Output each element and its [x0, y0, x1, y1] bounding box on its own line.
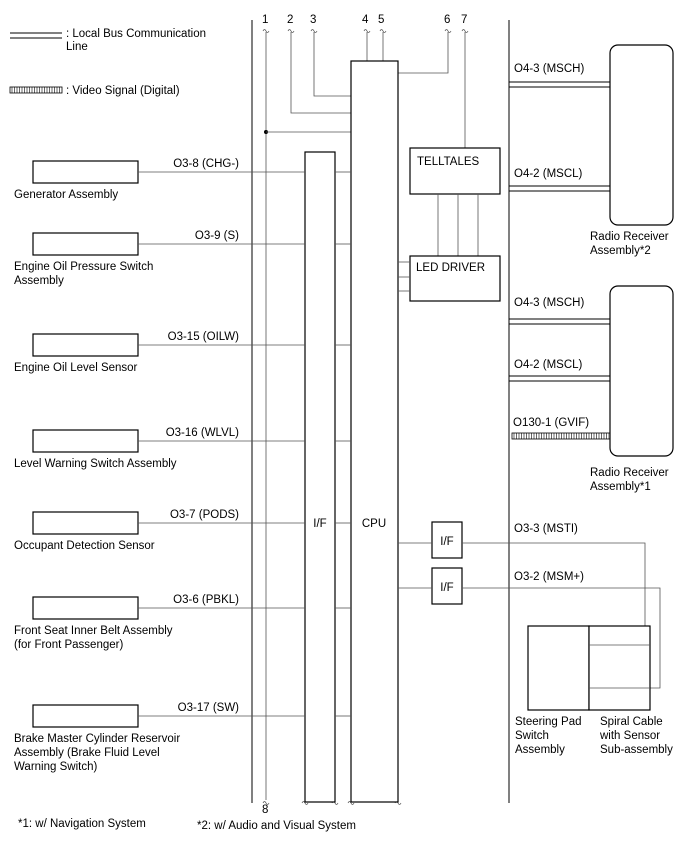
input-component-name: Level Warning Switch Assembly [14, 458, 177, 470]
mscl-1-label: O4-2 (MSCL) [514, 168, 583, 180]
legend-video-swatch [9, 86, 63, 94]
pin-label-4: 4 [362, 14, 369, 26]
cpu-block [350, 60, 399, 803]
telltales-label: TELLTALES [417, 156, 480, 168]
msm-label: O3-2 (MSM+) [514, 571, 584, 583]
pin-label-5: 5 [378, 14, 384, 26]
if-small-2-label: I/F [440, 582, 453, 594]
input-terminal-label: O3-8 (CHG-) [173, 158, 239, 170]
break-mark [379, 29, 387, 33]
pin-label-7: 7 [461, 14, 467, 26]
steering-pad-label-1: Steering Pad [515, 716, 582, 728]
radio-1-label-line1: Radio Receiver [590, 467, 669, 479]
cpu-label: CPU [362, 518, 386, 530]
break-mark [444, 29, 452, 33]
if-small-1-block [431, 521, 463, 559]
input-component-box [32, 232, 139, 256]
radio-receiver-1-box [609, 285, 674, 457]
input-component-name: Front Seat Inner Belt Assembly(for Front… [14, 625, 173, 651]
input-component-box [32, 704, 139, 728]
telltales-block [409, 147, 501, 195]
pin-label-3: 3 [310, 14, 316, 26]
input-component-name: Generator Assembly [14, 189, 118, 201]
steering-pad-label-2: Switch [515, 730, 549, 742]
legend-video-label: : Video Signal (Digital) [66, 85, 180, 97]
spiral-label-2: with Sensor [599, 730, 660, 742]
msti-label: O3-3 (MSTI) [514, 523, 578, 535]
radio-1-label-line2: Assembly*1 [590, 481, 651, 493]
if-main-label: I/F [313, 518, 326, 530]
note-1: *1: w/ Navigation System [18, 818, 146, 830]
spiral-label-1: Spiral Cable [600, 716, 663, 728]
break-mark [262, 29, 270, 33]
gvif-video-hatch [513, 433, 610, 439]
break-mark [262, 801, 270, 805]
led-driver-block [409, 255, 501, 302]
if-main-block [304, 151, 336, 803]
break-mark [310, 29, 318, 33]
pin6-line [398, 32, 449, 74]
input-terminal-label: O3-17 (SW) [178, 702, 240, 714]
input-terminal-label: O3-16 (WLVL) [166, 427, 239, 439]
input-component-name: Engine Oil Level Sensor [14, 362, 138, 374]
break-marks [262, 29, 469, 805]
radio-receiver-2-box [609, 44, 674, 226]
msch-1-label: O4-3 (MSCH) [514, 63, 584, 75]
note-2: *2: w/ Audio and Visual System [197, 820, 356, 832]
input-terminal-label: O3-15 (OILW) [168, 331, 240, 343]
legend-video-hatch [11, 87, 60, 93]
pin2-line [290, 32, 351, 114]
input-component-name: Occupant Detection Sensor [14, 540, 155, 552]
gvif-video-line [511, 432, 611, 440]
break-mark [363, 29, 371, 33]
mscl-2-label: O4-2 (MSCL) [514, 359, 583, 371]
break-mark [287, 29, 295, 33]
radio-2-label-line1: Radio Receiver [590, 231, 669, 243]
spiral-cable-box [588, 625, 651, 711]
input-terminal-label: O3-9 (S) [195, 230, 239, 242]
spiral-label-3: Sub-assembly [600, 744, 673, 756]
pin-label-8: 8 [262, 804, 268, 816]
steering-pad-box [527, 625, 590, 711]
input-component-box [32, 333, 139, 357]
led-driver-label: LED DRIVER [416, 262, 485, 274]
if-small-1-label: I/F [440, 536, 453, 548]
pin-label-6: 6 [444, 14, 450, 26]
gvif-label: O130-1 (GVIF) [513, 417, 589, 429]
steering-pad-label-3: Assembly [515, 744, 565, 756]
if-to-cpu-stubs [335, 171, 351, 717]
if-small-2-block [431, 567, 463, 605]
pin3-line [313, 32, 351, 97]
break-mark [301, 801, 309, 805]
pin-label-1: 1 [262, 14, 268, 26]
break-mark [461, 29, 469, 33]
radio-2-label-line2: Assembly*2 [590, 245, 651, 257]
input-terminal-label: O3-6 (PBKL) [173, 594, 239, 606]
input-component-box [32, 429, 139, 453]
msch-2-label: O4-3 (MSCH) [514, 297, 584, 309]
pin-label-2: 2 [287, 14, 293, 26]
break-mark [347, 801, 355, 805]
input-component-box [32, 160, 139, 184]
input-component-box [32, 511, 139, 535]
input-terminal-label: O3-7 (PODS) [170, 509, 239, 521]
input-component-box [32, 596, 139, 620]
